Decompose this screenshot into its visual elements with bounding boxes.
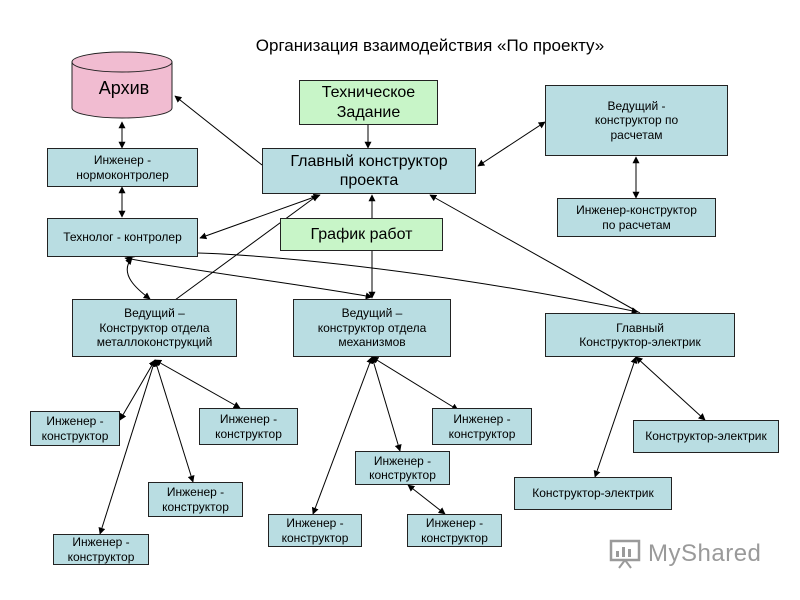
edge-chief-archive xyxy=(174,95,263,166)
edge-leadmech-k3 xyxy=(370,356,402,452)
edge-technolog-leadmetal xyxy=(125,257,151,300)
metal-engineer-3-box: Инженер - конструктор xyxy=(148,482,243,517)
diagram-title: Организация взаимодействия «По проекту» xyxy=(255,36,605,55)
lead-mech-designer-box: Ведущий – конструктор отдела механизмов xyxy=(293,299,451,357)
edge-leadmetal-m3 xyxy=(153,359,195,483)
edge-chiefelec-e2 xyxy=(593,356,638,478)
edge-leadmech-k1 xyxy=(311,356,374,515)
tech-task-box: Техническое Задание xyxy=(299,80,438,125)
mech-engineer-3-box: Инженер - конструктор xyxy=(355,451,450,485)
technolog-controller-box: Технолог - контролер xyxy=(47,218,198,257)
presentation-board-icon xyxy=(609,539,641,569)
edge-leadmetal-m4 xyxy=(98,359,157,535)
lead-calc-designer-box: Ведущий - конструктор по расчетам xyxy=(545,85,728,156)
archive-label: Архив xyxy=(98,78,150,98)
edge-chiefelec-e1 xyxy=(635,356,706,421)
calc-engineer-box: Инженер-конструктор по расчетам xyxy=(557,198,716,237)
mech-engineer-1-box: Инженер - конструктор xyxy=(268,514,362,547)
electrician-2-box: Конструктор-электрик xyxy=(514,477,672,510)
work-schedule-box: График работ xyxy=(280,218,443,251)
chief-electrician-box: Главный Конструктор-электрик xyxy=(545,313,735,357)
archive-cylinder xyxy=(71,51,173,119)
edge-chief-leadcalc xyxy=(477,121,546,167)
edge-chief-technolog xyxy=(199,193,321,240)
metal-engineer-2-box: Инженер - конструктор xyxy=(199,408,298,445)
myshared-logo: MyShared xyxy=(608,538,761,570)
mech-engineer-4-box: Инженер - конструктор xyxy=(407,514,502,547)
lead-metal-designer-box: Ведущий – Конструктор отдела металлоконс… xyxy=(72,299,237,357)
logo-text: MyShared xyxy=(648,540,762,567)
metal-engineer-1-box: Инженер - конструктор xyxy=(30,411,120,446)
mech-engineer-2-box: Инженер - конструктор xyxy=(432,408,532,445)
edge-leadmetal-m1 xyxy=(119,359,156,421)
chief-designer-box: Главный конструктор проекта xyxy=(262,148,476,194)
metal-engineer-4-box: Инженер - конструктор xyxy=(53,534,149,565)
electrician-1-box: Конструктор-электрик xyxy=(633,420,779,453)
normcontrol-engineer-box: Инженер - нормоконтролер xyxy=(47,148,198,187)
edge-k3-k4 xyxy=(407,484,446,515)
